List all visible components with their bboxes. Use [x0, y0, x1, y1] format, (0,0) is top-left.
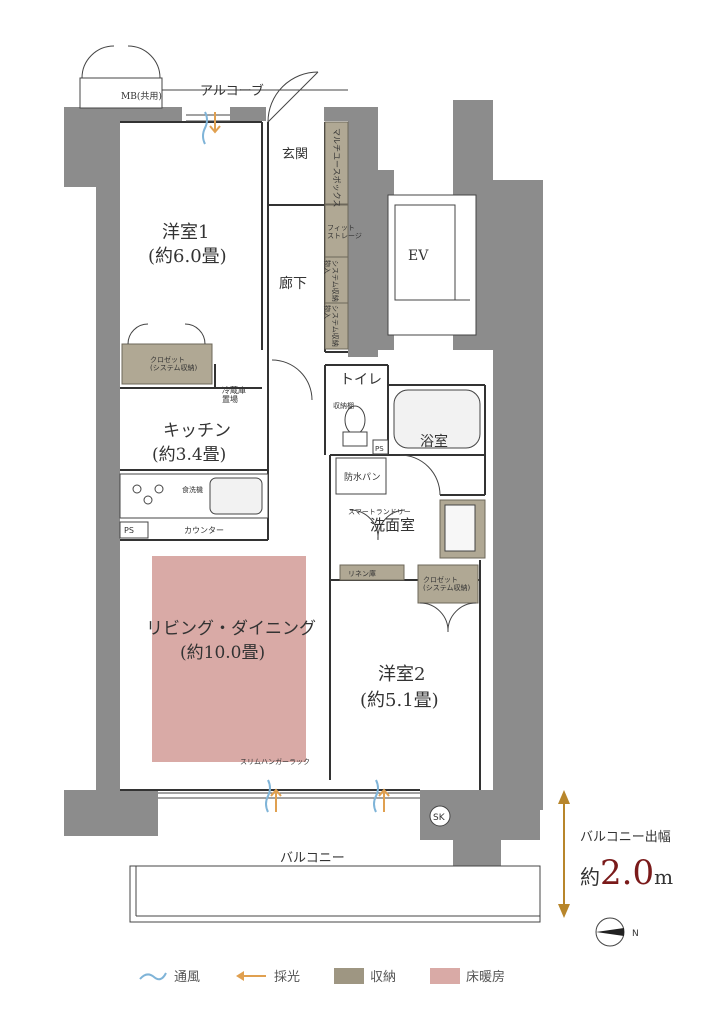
legend: 通風 採光 収納 床暖房 — [138, 966, 505, 985]
balcony-depth-unit: m — [654, 865, 674, 889]
waterproof-pan — [335, 457, 387, 495]
legend-label: 収納 — [370, 970, 397, 985]
wall-sw — [64, 790, 158, 836]
wall-se-2 — [453, 830, 501, 866]
balcony — [129, 865, 541, 923]
compass-icon: N — [595, 917, 639, 947]
legend-label: 採光 — [274, 970, 301, 985]
waterproof-pan-label: 防水パン — [344, 471, 380, 483]
balcony-depth-prefix: 約 — [580, 865, 600, 889]
stove-icon — [132, 484, 164, 505]
legend-label: 床暖房 — [466, 970, 506, 985]
living-size: (約10.0畳) — [180, 643, 265, 663]
ps-label-kitchen: PS — [124, 526, 134, 535]
entrance-label: 玄関 — [282, 147, 308, 162]
living-name: リビング・ダイニング — [146, 619, 316, 639]
sys-storage-label-2: システム収納物入 — [323, 305, 340, 347]
linen-closet — [339, 564, 405, 581]
washroom-label: 洗面室 — [370, 516, 415, 534]
ev-shaft — [387, 194, 477, 336]
dish-drawer-label: 食洗機 — [182, 485, 203, 494]
toilet-label: トイレ — [340, 372, 382, 388]
washbasin — [444, 504, 476, 552]
western2-name: 洋室2 — [378, 664, 425, 685]
western2-size: (約5.1畳) — [360, 690, 439, 711]
kitchen-sink — [209, 477, 263, 515]
bath-label: 浴室 — [420, 433, 448, 450]
walls — [64, 100, 543, 866]
windows — [158, 114, 420, 799]
mb-box — [79, 77, 163, 109]
sys-storage-2 — [324, 302, 349, 350]
wall-north-2 — [230, 107, 266, 121]
balcony-depth-annotation: バルコニー出幅 約2.0m — [580, 826, 673, 893]
kitchen-size: (約3.4畳) — [152, 445, 226, 465]
sk-icon — [429, 805, 451, 827]
hallway-label: 廊下 — [279, 275, 307, 292]
legend-light: 採光 — [234, 966, 300, 985]
wall-east — [493, 190, 543, 810]
toilet-storage-label: 収納棚 — [333, 401, 354, 410]
bathtub — [393, 389, 481, 449]
balcony-depth-value-line: 約2.0m — [580, 853, 673, 893]
ev-label: EV — [408, 248, 429, 264]
wall-west — [96, 180, 120, 800]
floor-heating-swatch — [430, 967, 461, 984]
hanger-rack-label: スリムハンガーラック — [240, 757, 310, 766]
balcony-depth-value: 2.0 — [600, 853, 655, 893]
balcony-label: バルコニー — [280, 851, 345, 866]
sk-label: SK — [433, 813, 446, 823]
floor-heating-area — [152, 556, 306, 762]
multi-box-label: マルチユースボックス — [332, 128, 341, 207]
western1-size: (約6.0畳) — [148, 246, 227, 267]
multi-box — [324, 121, 349, 205]
linen-label: リネン庫 — [348, 569, 376, 578]
fit-storage-label: フィットストレージ — [327, 224, 362, 240]
ps-label-bath: PS — [375, 445, 384, 453]
wall-north-1 — [120, 107, 182, 121]
doors — [81, 45, 477, 633]
balcony-depth-arrow — [558, 790, 570, 918]
sys-storage-label-1: システム収納物入 — [323, 260, 340, 302]
ventilation-icon — [139, 972, 167, 980]
legend-ventilation: 通風 — [138, 966, 200, 985]
storage-swatch — [334, 967, 365, 984]
legend-label: 通風 — [174, 970, 201, 985]
kitchen-name: キッチン — [163, 421, 231, 441]
closet-2 — [417, 564, 479, 604]
toilet-icon — [344, 405, 366, 435]
closet2-label: クロゼット(システム収納) — [423, 575, 471, 592]
smart-laundry-label: スマートランドリー — [348, 508, 411, 516]
legend-floor-heating: 床暖房 — [430, 966, 505, 985]
alcove-label: アルコーブ — [200, 83, 264, 99]
western1-name: 洋室1 — [162, 222, 209, 243]
wall-nw — [64, 107, 120, 187]
wall-core-west — [348, 107, 378, 357]
closet-1 — [121, 343, 213, 385]
wall-north-3 — [324, 107, 354, 121]
balcony-depth-label: バルコニー出幅 — [580, 830, 671, 845]
compass-north-label: N — [632, 929, 639, 939]
mb-label: MB(共用) — [121, 91, 162, 102]
ventilation-light-markers — [202, 111, 390, 813]
closet1-label: クロゼット(システム収納) — [150, 355, 198, 372]
wall-ne — [480, 180, 543, 210]
pantry-label: 冷蔵庫置場 — [222, 385, 246, 404]
light-arrow-icon — [236, 970, 267, 981]
counter-label: カウンター — [184, 526, 224, 535]
legend-storage: 収納 — [334, 966, 396, 985]
